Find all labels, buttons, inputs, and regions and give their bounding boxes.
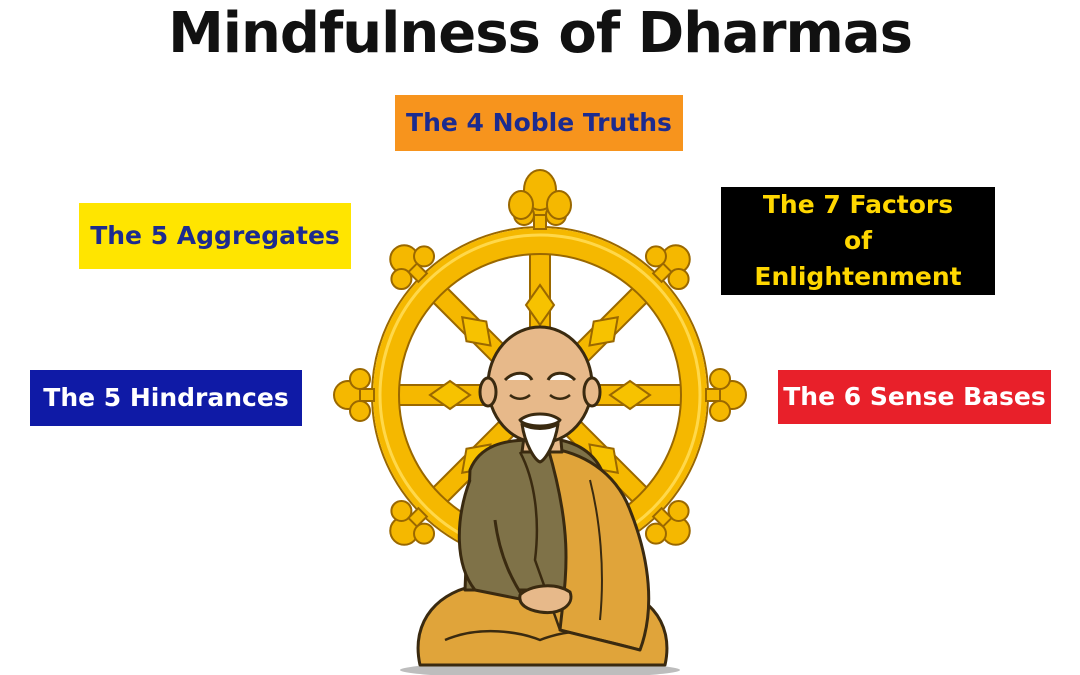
page-title: Mindfulness of Dharmas (168, 1, 913, 66)
meditating-monk-icon (400, 325, 680, 675)
aggregates-label: The 5 Aggregates (90, 221, 340, 250)
factors-label: The 7 Factors of Enlightenment (754, 190, 962, 291)
sense-bases-label: The 6 Sense Bases (783, 382, 1046, 411)
noble-truths-label: The 4 Noble Truths (406, 108, 672, 137)
factors-of-enlightenment-box: The 7 Factors of Enlightenment (721, 187, 995, 295)
noble-truths-box: The 4 Noble Truths (395, 95, 683, 151)
hindrances-box: The 5 Hindrances (30, 370, 302, 426)
sense-bases-box: The 6 Sense Bases (778, 370, 1051, 424)
hindrances-label: The 5 Hindrances (43, 383, 289, 412)
aggregates-box: The 5 Aggregates (79, 203, 351, 269)
